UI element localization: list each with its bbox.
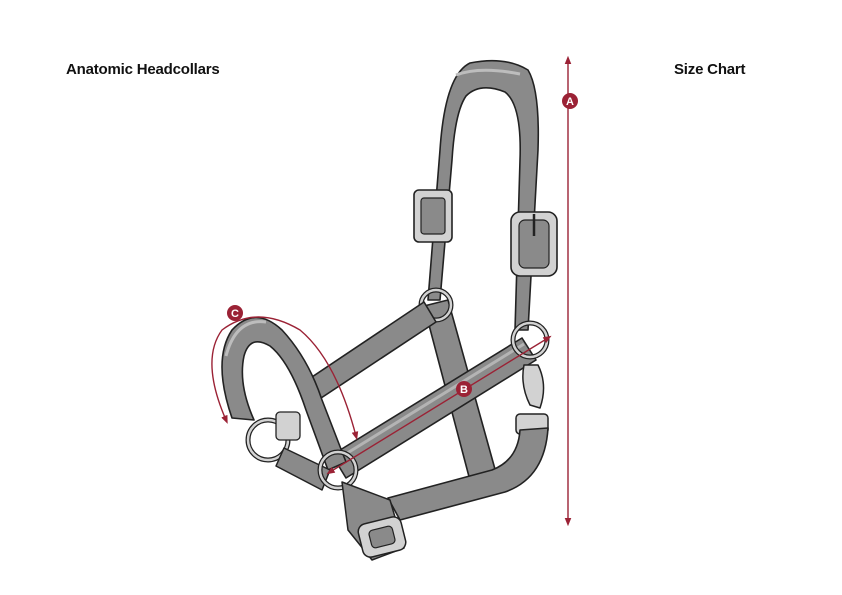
size-chart-heading: Size Chart bbox=[674, 61, 746, 78]
noseband-lower-strap bbox=[275, 447, 331, 491]
right-buckle bbox=[510, 211, 558, 277]
measurement-a-badge bbox=[562, 93, 578, 109]
snap-hook bbox=[515, 364, 549, 435]
measurement-b-label: B bbox=[460, 384, 468, 396]
measurement-c: C bbox=[211, 305, 359, 441]
headcollar-illustration bbox=[221, 59, 558, 561]
measurement-c-badge bbox=[227, 305, 243, 321]
measurement-a: A bbox=[562, 55, 578, 527]
page-title: Anatomic Headcollars bbox=[66, 61, 220, 78]
measurement-a-label: A bbox=[566, 96, 574, 108]
crown-strap bbox=[427, 59, 540, 331]
left-keeper-buckle bbox=[413, 189, 453, 243]
measurement-b-badge bbox=[456, 381, 472, 397]
measurement-c-label: C bbox=[231, 308, 239, 320]
measurement-b: B bbox=[326, 335, 552, 475]
chin-buckle bbox=[341, 481, 407, 561]
